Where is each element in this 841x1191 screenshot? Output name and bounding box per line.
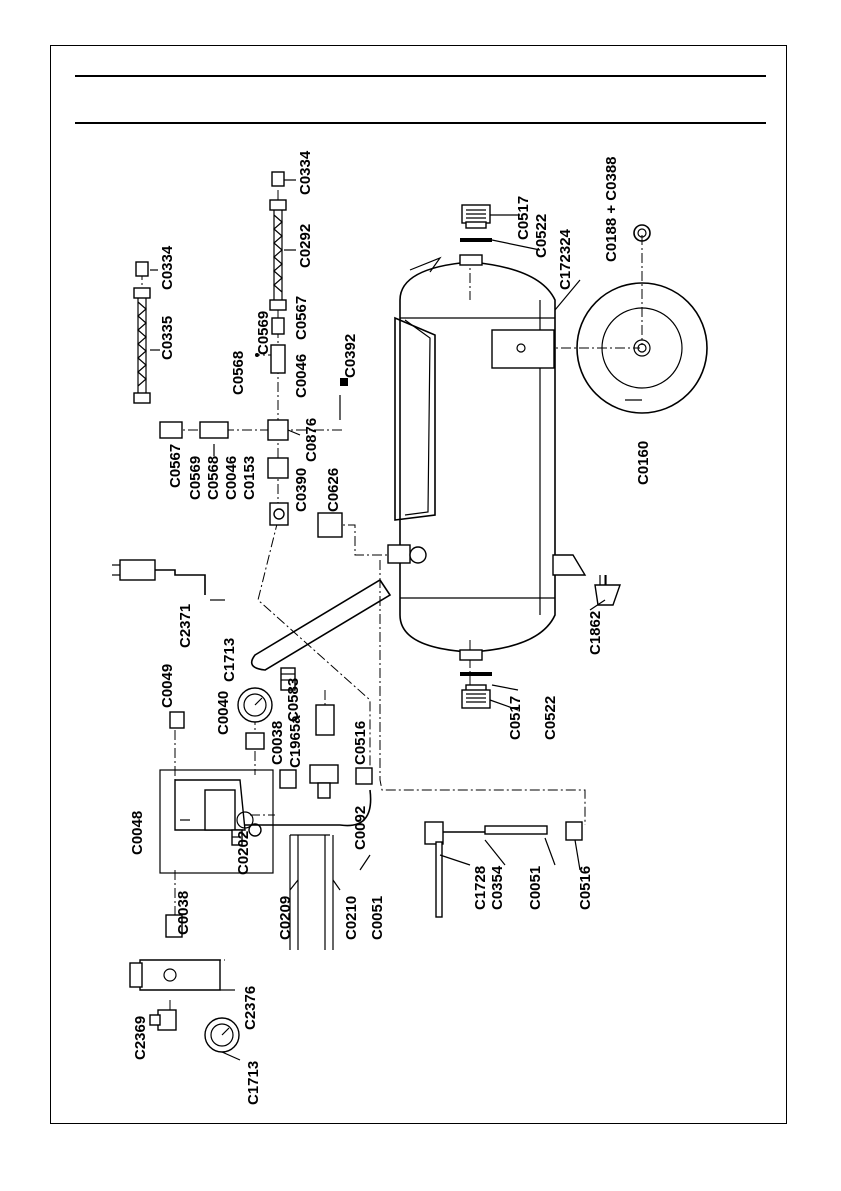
part-c0049 [170, 712, 184, 728]
regulator [130, 960, 220, 990]
label-c0567-right: C0567 [293, 296, 310, 340]
label-c0051-bottom: C0051 [527, 866, 544, 910]
label-c2371: C2371 [177, 604, 194, 648]
label-c0517-bottom: C0517 [507, 696, 524, 740]
wires [290, 835, 333, 950]
label-c172324: C172324 [557, 228, 574, 290]
label-c2376: C2376 [242, 986, 259, 1030]
label-c0517-top: C0517 [515, 196, 532, 240]
valve-c2369 [150, 1010, 176, 1030]
label-c0522-top: C0522 [533, 214, 550, 258]
label-c0153: C0153 [241, 456, 258, 500]
pressure-gauge-top [238, 688, 272, 722]
label-c1728: C1728 [472, 866, 489, 910]
pressure-gauge-bottom [205, 1018, 239, 1052]
label-c1965a: C1965a [287, 715, 304, 768]
label-c0188-c0388: C0188 + C0388 [603, 157, 620, 263]
part-c0040 [246, 733, 264, 749]
label-c0202: C0202 [235, 831, 252, 875]
label-c0051-mid: C0051 [369, 896, 386, 940]
label-c2369: C2369 [132, 1016, 149, 1060]
label-c0516-bottom: C0516 [577, 866, 594, 910]
label-c0392: C0392 [342, 334, 359, 378]
part-c0092 [310, 765, 338, 798]
label-c0038-bottom: C0038 [175, 891, 192, 935]
label-c0049: C0049 [159, 664, 176, 708]
label-c0583: C0583 [285, 678, 302, 722]
label-c0335: C0335 [159, 316, 176, 360]
label-c0569-left: C0569 [187, 456, 204, 500]
plug-bottom [460, 672, 492, 708]
label-c0390: C0390 [293, 468, 310, 512]
connection-lines [142, 190, 642, 1020]
label-c0354: C0354 [489, 865, 506, 910]
label-c0568-left: C0568 [205, 456, 222, 500]
label-c0209: C0209 [277, 896, 294, 940]
label-c1713-top: C1713 [221, 638, 238, 682]
air-tank [388, 255, 585, 660]
power-plug [112, 560, 205, 595]
label-c0569-right: C0569 [255, 311, 272, 355]
part-c0038-top [280, 770, 296, 788]
rubber-foot [595, 575, 620, 605]
label-c0876: C0876 [303, 418, 320, 462]
label-c0046-right: C0046 [293, 354, 310, 398]
part-c0516-mid [356, 768, 372, 784]
label-c0334-top: C0334 [297, 150, 314, 195]
label-c1862: C1862 [587, 611, 604, 655]
label-c0046-left: C0046 [223, 456, 240, 500]
label-c0040: C0040 [215, 691, 232, 735]
label-c0568-right: C0568 [230, 351, 247, 395]
label-c0334-left: C0334 [159, 245, 176, 290]
label-c0038-top: C0038 [269, 721, 286, 765]
label-c0626: C0626 [325, 468, 342, 512]
label-c1713-bottom: C1713 [245, 1061, 262, 1105]
label-c0092: C0092 [352, 806, 369, 850]
label-c0567-left: C0567 [167, 444, 184, 488]
label-c0522-bottom: C0522 [542, 696, 559, 740]
label-c0160: C0160 [635, 441, 652, 485]
part-c1965a [316, 705, 334, 735]
plug-top [460, 205, 492, 242]
leader-lines [150, 180, 642, 1060]
label-c0210: C0210 [343, 896, 360, 940]
pressure-switch [160, 770, 273, 873]
label-c0516-mid: C0516 [352, 721, 369, 765]
label-c0048: C0048 [129, 811, 146, 855]
label-c0292: C0292 [297, 224, 314, 268]
